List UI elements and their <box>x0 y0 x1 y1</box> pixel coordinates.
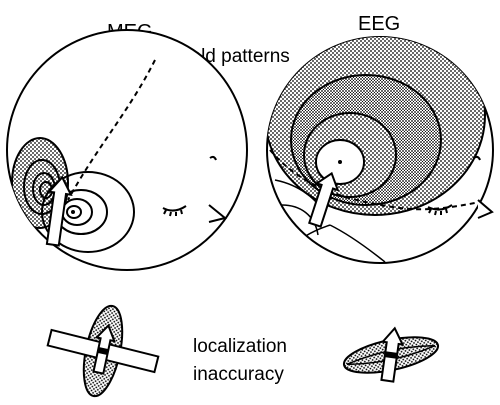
meg-dipole-icon <box>45 175 73 247</box>
meg-nose-icon <box>208 204 228 223</box>
eeg-nose-icon <box>477 199 494 219</box>
eeg-dashed-line <box>269 149 491 211</box>
eeg-eye-icon <box>427 204 453 216</box>
meg-localization-glyph <box>46 304 160 398</box>
eeg-localization-glyph <box>342 326 440 383</box>
meg-ear-icon <box>209 155 217 161</box>
eeg-dipole-icon <box>307 171 340 228</box>
meg-eye-icon <box>162 205 187 217</box>
meg-dashed-line <box>67 59 156 201</box>
inaccuracy-label: inaccuracy <box>193 364 284 385</box>
eeg-potential-contours <box>267 37 486 216</box>
eeg-head <box>266 36 494 264</box>
localization-label: localization <box>193 336 287 357</box>
eeg-ear-icon <box>473 155 481 161</box>
eeg-title: EEG <box>358 13 400 35</box>
meg-head <box>6 29 248 271</box>
meg-flux-pole-white <box>41 171 135 253</box>
